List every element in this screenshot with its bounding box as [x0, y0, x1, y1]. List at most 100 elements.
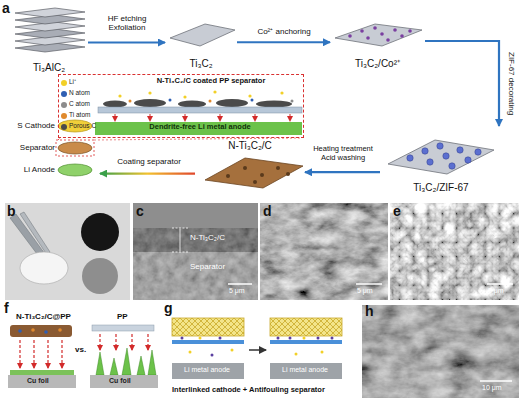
node-label: N-Ti₃C₂/C — [195, 140, 305, 152]
thickness-marker — [172, 252, 188, 253]
ion-flux-arrow — [185, 114, 186, 121]
carbonized-sheet — [205, 158, 303, 188]
annotation: Separator — [190, 262, 225, 271]
separator-inset-art — [95, 90, 302, 135]
panel-letter: d — [263, 203, 272, 219]
ti-atom — [129, 100, 132, 103]
co-ion — [366, 36, 370, 40]
ti-atom — [58, 328, 62, 332]
co-ion — [380, 32, 384, 36]
mxene-sheet — [170, 24, 235, 46]
uniform-li-layer — [10, 370, 74, 375]
panel-letter: g — [164, 300, 173, 316]
legend-label: Ti atom — [69, 111, 90, 118]
coating-layer — [133, 228, 258, 252]
n-atom — [251, 99, 254, 102]
sem-background — [133, 203, 258, 300]
separator-sample — [20, 252, 68, 284]
node-label: Li Anode — [5, 165, 55, 174]
flux-arrow — [115, 334, 116, 350]
process-arrow — [100, 173, 195, 175]
sem-texture — [362, 305, 519, 398]
polysulfide — [331, 337, 334, 340]
li-ion — [213, 90, 216, 93]
legend-label: C atom — [69, 100, 90, 107]
panel-letter: h — [365, 303, 374, 319]
scale-label: 5 μm — [488, 287, 504, 295]
co-ion — [360, 29, 364, 33]
material-stage: N-Ti₃C₂/C — [195, 140, 305, 196]
node-label: S Cathode — [5, 121, 55, 130]
polysulfide — [181, 337, 184, 340]
sem-image — [260, 203, 388, 300]
transition-arrow — [249, 349, 266, 351]
co-ion — [408, 29, 412, 33]
panel-letter: b — [7, 203, 16, 219]
process-arrow — [237, 41, 330, 43]
porous-carbon — [103, 101, 127, 108]
li-dendrites — [96, 348, 156, 375]
material-stage: Ti₃C₂/ZIF-67 — [380, 126, 502, 196]
annotation: Interlinked cathode + Antifouling separa… — [172, 386, 325, 395]
max-phase-stack — [15, 8, 85, 52]
node-label: Ti₃C₂ — [165, 58, 237, 70]
zif-crystal — [475, 149, 481, 155]
lithium-anode-disc — [58, 164, 92, 176]
porous-carbon — [216, 99, 248, 107]
cell-stack: S CathodeSeparatorLi Anode — [5, 118, 100, 200]
co-ion — [373, 26, 377, 30]
legend-swatch — [61, 80, 67, 86]
legend-swatch — [61, 113, 67, 119]
separator-line — [172, 340, 244, 344]
co-ion — [348, 34, 352, 38]
li-ion — [248, 94, 251, 97]
mxene-sheet — [335, 24, 422, 46]
sem-cross-section — [133, 203, 258, 300]
annotation: Cu foil — [27, 377, 49, 385]
n-atom — [169, 99, 172, 102]
node-label: Ti₃AlC₂ — [10, 62, 88, 74]
li-ion — [295, 353, 298, 356]
c-atom — [291, 100, 294, 103]
material-stage: Ti₃C₂/Co²⁺ — [330, 10, 425, 72]
annotation: PP — [117, 312, 128, 321]
flux-arrow — [147, 334, 148, 350]
material-stage: Ti₃AlC₂ — [10, 4, 88, 74]
zif-decorated-sheet — [388, 140, 494, 174]
flux-arrow — [99, 334, 100, 350]
scale-bar — [487, 283, 513, 285]
shuttle-schematic — [172, 318, 342, 379]
ion-flux-arrow — [220, 114, 221, 121]
node-label: Dendrite-free Li metal anode — [97, 123, 303, 132]
cu-foil — [8, 375, 76, 388]
edge-label: ZIF-67 decorating — [507, 52, 516, 115]
co-ion — [386, 38, 390, 42]
separator-line — [270, 340, 342, 344]
li-ion — [199, 337, 202, 340]
coated-separator-disc — [81, 213, 119, 251]
annotation: vs. — [75, 345, 86, 354]
zif-crystal — [427, 159, 433, 165]
porous-carbon — [134, 99, 166, 107]
zif-crystal — [449, 163, 455, 169]
zif-crystal — [437, 143, 443, 149]
zif-crystal — [407, 155, 413, 161]
legend-label: Li⁺ — [69, 78, 76, 85]
edge-label: Co²⁺ anchoring — [240, 27, 328, 36]
polysulfide — [277, 337, 280, 340]
thickness-marker — [180, 229, 181, 251]
process-arrow — [305, 171, 380, 173]
node-label: Ti₃C₂/ZIF-67 — [380, 182, 502, 194]
panel-letter: f — [4, 300, 9, 316]
annotation: Li metal anode — [184, 366, 230, 374]
li-ion — [303, 337, 306, 340]
photo-panel — [5, 203, 130, 300]
flux-arrow — [61, 340, 62, 368]
flux-arrow — [19, 340, 20, 368]
zif-crystal — [422, 148, 428, 154]
deposition-schematic — [8, 325, 158, 388]
cobalt-anchored-sheet — [335, 24, 422, 46]
flux-arrow — [47, 340, 48, 368]
porous-carbon — [256, 101, 292, 108]
